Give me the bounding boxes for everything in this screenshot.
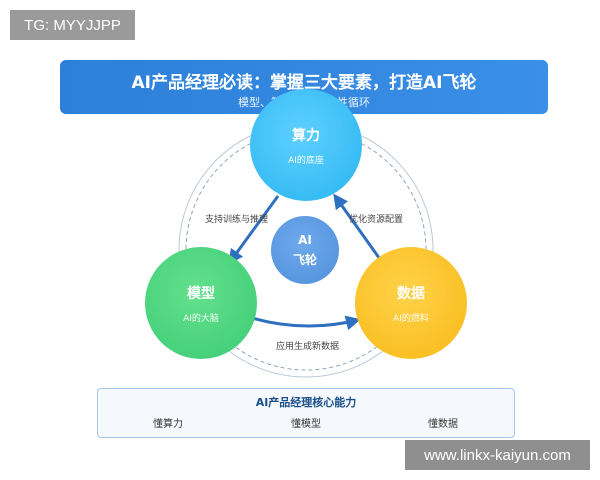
node-data-title: 数据 [397, 285, 425, 302]
edge-label-compute-to-model: 支持训练与推理 [205, 215, 269, 225]
node-core-flywheel: AI 飞轮 [271, 216, 339, 284]
capabilities-title: AI产品经理核心能力 [255, 396, 357, 409]
capability-item: 懂数据 [428, 419, 458, 430]
node-model-subtitle: AI的大脑 [183, 313, 219, 324]
banner-title: AI产品经理必读：掌握三大要素，打造AI飞轮 [131, 73, 477, 93]
node-data-subtitle: AI的燃料 [393, 313, 429, 324]
edge-label-data-to-compute: 优化资源配置 [349, 215, 404, 225]
node-compute: 算力 AI的底座 [250, 89, 362, 201]
edge-label-model-to-data: 应用生成新数据 [276, 342, 340, 352]
node-core-title-line2: 飞轮 [292, 252, 317, 267]
watermark-url: www.linkx-kaiyun.com [405, 440, 590, 470]
capabilities-panel: AI产品经理核心能力 懂算力 懂模型 懂数据 [97, 388, 515, 438]
node-compute-title: 算力 [292, 127, 320, 144]
arrow-data-to-compute [333, 193, 384, 263]
node-data: 数据 AI的燃料 [355, 247, 467, 359]
node-core-title-line1: AI [298, 232, 312, 247]
node-model-title: 模型 [187, 285, 215, 302]
watermark-tg: TG: MYYJJPP [10, 10, 135, 40]
arrow-model-to-data [251, 315, 361, 331]
capability-item: 懂模型 [291, 419, 321, 430]
node-model: 模型 AI的大脑 [145, 247, 257, 359]
node-compute-subtitle: AI的底座 [288, 155, 324, 166]
capability-item: 懂算力 [153, 419, 183, 430]
arrow-compute-to-model [228, 195, 280, 265]
